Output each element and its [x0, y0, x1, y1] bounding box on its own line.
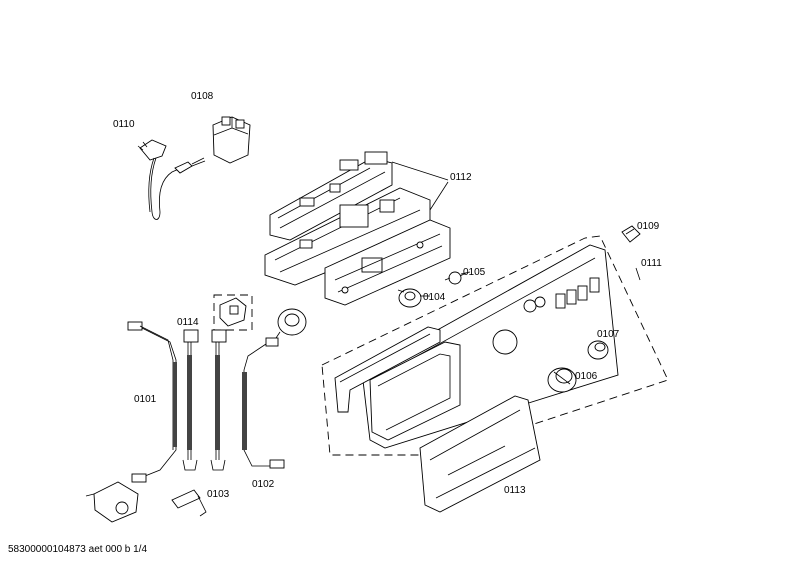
suppressor-part	[212, 116, 251, 164]
wire-harness-0103	[210, 329, 227, 471]
label-0105: 0105	[463, 267, 486, 278]
leader-0111	[635, 267, 641, 281]
label-0104: 0104	[423, 292, 446, 303]
label-0110: 0110	[113, 119, 135, 130]
label-0108: 0108	[191, 91, 214, 102]
bracket-part	[621, 225, 641, 243]
leader-0105	[460, 271, 471, 275]
coupling-part	[397, 288, 422, 308]
control-panel-fascia	[361, 244, 619, 449]
program-knob-part	[547, 367, 577, 393]
leader-0112-b	[429, 181, 449, 211]
label-0106: 0106	[575, 371, 598, 382]
connector-group-outline	[213, 294, 253, 331]
sensor-part	[171, 489, 207, 517]
label-0112: 0112	[450, 172, 472, 183]
pump-part	[85, 481, 139, 523]
label-0102: 0102	[252, 479, 275, 490]
drawer-seal-part	[334, 326, 441, 413]
pressure-switch-part	[275, 308, 307, 339]
label-0113: 0113	[504, 485, 526, 496]
drawer-handle-part	[419, 395, 541, 513]
label-0103: 0103	[207, 489, 230, 500]
leader-0112-a	[391, 161, 449, 181]
module-board-part	[324, 219, 451, 306]
label-0114: 0114	[177, 317, 199, 328]
wire-harness-0114	[182, 329, 199, 471]
label-0111: 0111	[641, 258, 662, 269]
wire-harness-0102	[242, 337, 285, 469]
small-knob-part	[587, 340, 609, 360]
module-upper-part	[269, 151, 393, 241]
control-panel-outline	[321, 235, 669, 456]
label-0109: 0109	[637, 221, 660, 232]
wire-harness-0101	[127, 321, 177, 483]
label-0107: 0107	[597, 329, 620, 340]
connector-part	[219, 297, 247, 327]
label-0101: 0101	[134, 394, 157, 405]
power-cord-part	[137, 139, 206, 220]
document-id: 58300000104873 aet 000 b 1/4	[8, 544, 147, 555]
